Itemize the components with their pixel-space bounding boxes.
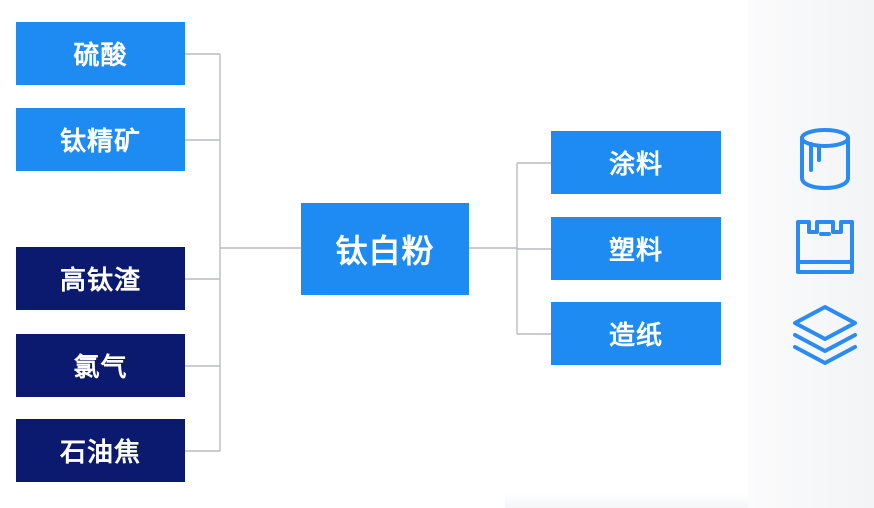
output-node-coatings: 涂料 <box>551 131 721 194</box>
center-node-titanium-dioxide: 钛白粉 <box>301 203 469 295</box>
output-node-papermaking: 造纸 <box>551 302 721 365</box>
input-connectors <box>185 53 301 452</box>
input-node-sulfuric-acid: 硫酸 <box>16 22 185 85</box>
paint-bucket-icon <box>800 128 850 190</box>
input-node-chlorine: 氯气 <box>16 334 185 397</box>
output-node-plastics: 塑料 <box>551 217 721 280</box>
bottom-shadow <box>505 493 748 508</box>
input-node-ilmenite: 钛精矿 <box>16 108 185 171</box>
input-node-titanium-slag: 高钛渣 <box>16 247 185 310</box>
input-node-petroleum-coke: 石油焦 <box>16 419 185 482</box>
plastic-bag-icon <box>796 220 854 274</box>
output-connectors <box>469 162 551 335</box>
paper-stack-icon <box>793 305 857 365</box>
